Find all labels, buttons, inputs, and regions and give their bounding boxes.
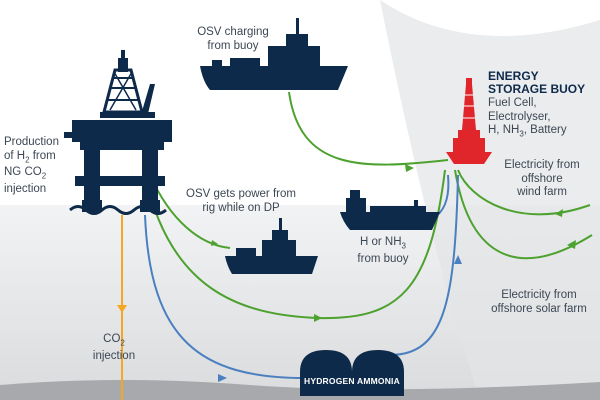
arrow-to-tanks [218, 374, 227, 382]
label-buoy-title-line2: STORAGE BUOY [488, 82, 586, 96]
label-production-line3: NG CO2 [4, 166, 47, 181]
oil-rig [64, 50, 172, 212]
ammonia-tank [352, 350, 404, 396]
label-co2: CO2 injection [84, 333, 144, 363]
label-co2-line2: injection [92, 349, 136, 362]
label-wind-line2: offshore [521, 172, 563, 185]
label-buoy-desc: Fuel Cell, Electrolyser, H, NH3, Battery [488, 97, 598, 141]
label-co2-line1: CO2 [103, 333, 125, 348]
label-solar-line2: offshore solar farm [491, 302, 587, 315]
co2-injection-line [117, 215, 127, 400]
hydrogen-tank [300, 350, 352, 396]
label-osv-charging: OSV charging from buoy [178, 26, 288, 53]
green-arrowheads [211, 164, 576, 322]
arrow-to-osv [211, 240, 218, 246]
label-buoy-title-line1: ENERGY [488, 69, 539, 83]
label-osv-rig: OSV gets power from rig while on DP [176, 188, 306, 215]
label-tank-ammonia: AMMONIA [357, 376, 400, 386]
label-production-line2: of H2 from [4, 149, 56, 164]
label-wind: Electricity from offshore wind farm [492, 159, 592, 200]
label-osv-rig-line2: rig while on DP [202, 201, 280, 214]
flow-buoy-to-osv-charging [288, 91, 449, 166]
arrow-wind [555, 209, 563, 217]
label-buoy-desc-line1: Fuel Cell, [488, 97, 537, 109]
label-buoy-h: H, NH [488, 124, 520, 136]
label-osv-charging-line1: OSV charging [197, 26, 269, 38]
label-h-nh3-line2: from buoy [357, 252, 409, 265]
label-tank-hydrogen: HYDROGEN [304, 376, 355, 386]
tanker-ship [340, 190, 440, 230]
flow-solar-to-buoy [454, 169, 593, 259]
label-solar: Electricity from offshore solar farm [480, 289, 598, 316]
flow-rig-to-tanks [144, 214, 306, 379]
label-buoy-desc-line2: Electrolyser, [488, 110, 551, 123]
osv-charging-ship [200, 18, 348, 90]
label-osv-rig-line1: OSV gets power from [186, 188, 296, 200]
arrow-up-buoy [454, 255, 462, 264]
flow-wind-to-buoy [457, 169, 591, 216]
buoy-lattice [463, 94, 475, 119]
arrow-to-buoy-1 [405, 164, 414, 172]
label-production: Production of H2 from NG CO2 injection [4, 136, 74, 197]
label-h-nh3-line1: H or NH3 [360, 236, 406, 251]
label-solar-line1: Electricity from [501, 289, 577, 301]
label-buoy-desc-line3: H, NH3, Battery [488, 124, 598, 141]
osv-rig-ship [225, 218, 318, 274]
rig-waves [69, 205, 167, 215]
flow-tanks-to-buoy-1 [389, 174, 459, 356]
sea-gradient-shape [380, 0, 600, 400]
label-production-line1: Production [4, 136, 59, 148]
storage-tanks [300, 350, 404, 396]
label-buoy-h-tail: , Battery [523, 124, 567, 136]
arrow-solar [567, 240, 576, 249]
blue-arrowheads [218, 255, 462, 382]
label-wind-line1: Electricity from [504, 159, 580, 171]
label-h-nh3: H or NH3 from buoy [340, 236, 426, 266]
label-wind-line3: wind farm [517, 186, 567, 198]
label-osv-charging-line2: from buoy [207, 39, 259, 52]
label-buoy-h-sub: 3 [519, 129, 524, 139]
arrow-rig-buoy [314, 314, 322, 322]
label-production-line4: injection [4, 183, 47, 196]
label-buoy-title: ENERGY STORAGE BUOY [488, 70, 598, 96]
